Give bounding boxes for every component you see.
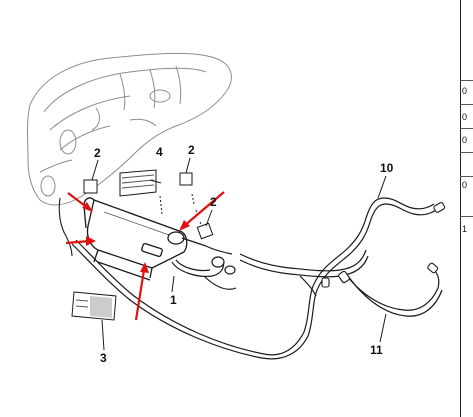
red-arrow-2: [65, 236, 96, 246]
right-page-column: [460, 0, 473, 417]
column-rule: [460, 152, 473, 153]
column-rule: [460, 176, 473, 177]
label-parts: [71, 169, 214, 321]
column-rule: [460, 104, 473, 105]
callout-2-top: 2: [188, 143, 195, 157]
column-rule: [460, 216, 473, 217]
evap-canister: [83, 197, 207, 281]
leader-lines: [91, 157, 387, 351]
callouts: 2 4 2 2 10 1 3 11: [94, 143, 394, 365]
red-arrow-3: [179, 191, 225, 231]
callout-3: 3: [100, 351, 107, 365]
label-4-panel: [119, 169, 157, 197]
column-marker: 1: [462, 224, 468, 234]
fuel-tank-outline: [27, 52, 232, 206]
column-rule: [460, 128, 473, 129]
column-marker: 0: [462, 135, 468, 145]
column-marker: 0: [462, 86, 468, 96]
column-rule: [460, 80, 473, 81]
callout-10: 10: [380, 161, 394, 175]
line-fittings: [321, 202, 446, 288]
red-arrows: [65, 191, 225, 321]
callout-2-left: 2: [94, 146, 101, 160]
label-2-square-top: [179, 172, 193, 186]
column-marker: 0: [462, 180, 468, 190]
red-arrow-4: [134, 262, 149, 321]
tank-vent-hose: [58, 197, 73, 257]
vapor-lines: [71, 197, 443, 360]
purge-valve-assembly: [171, 245, 237, 290]
column-marker: 0: [462, 112, 468, 122]
callout-4: 4: [156, 145, 163, 159]
label-2-square-left: [83, 179, 98, 194]
red-arrow-1: [67, 192, 93, 212]
callout-11: 11: [370, 343, 383, 357]
label-2-square-right: [196, 222, 214, 240]
label-3-panel: [71, 291, 117, 321]
callout-2-right: 2: [210, 195, 217, 209]
callout-1: 1: [170, 293, 177, 307]
